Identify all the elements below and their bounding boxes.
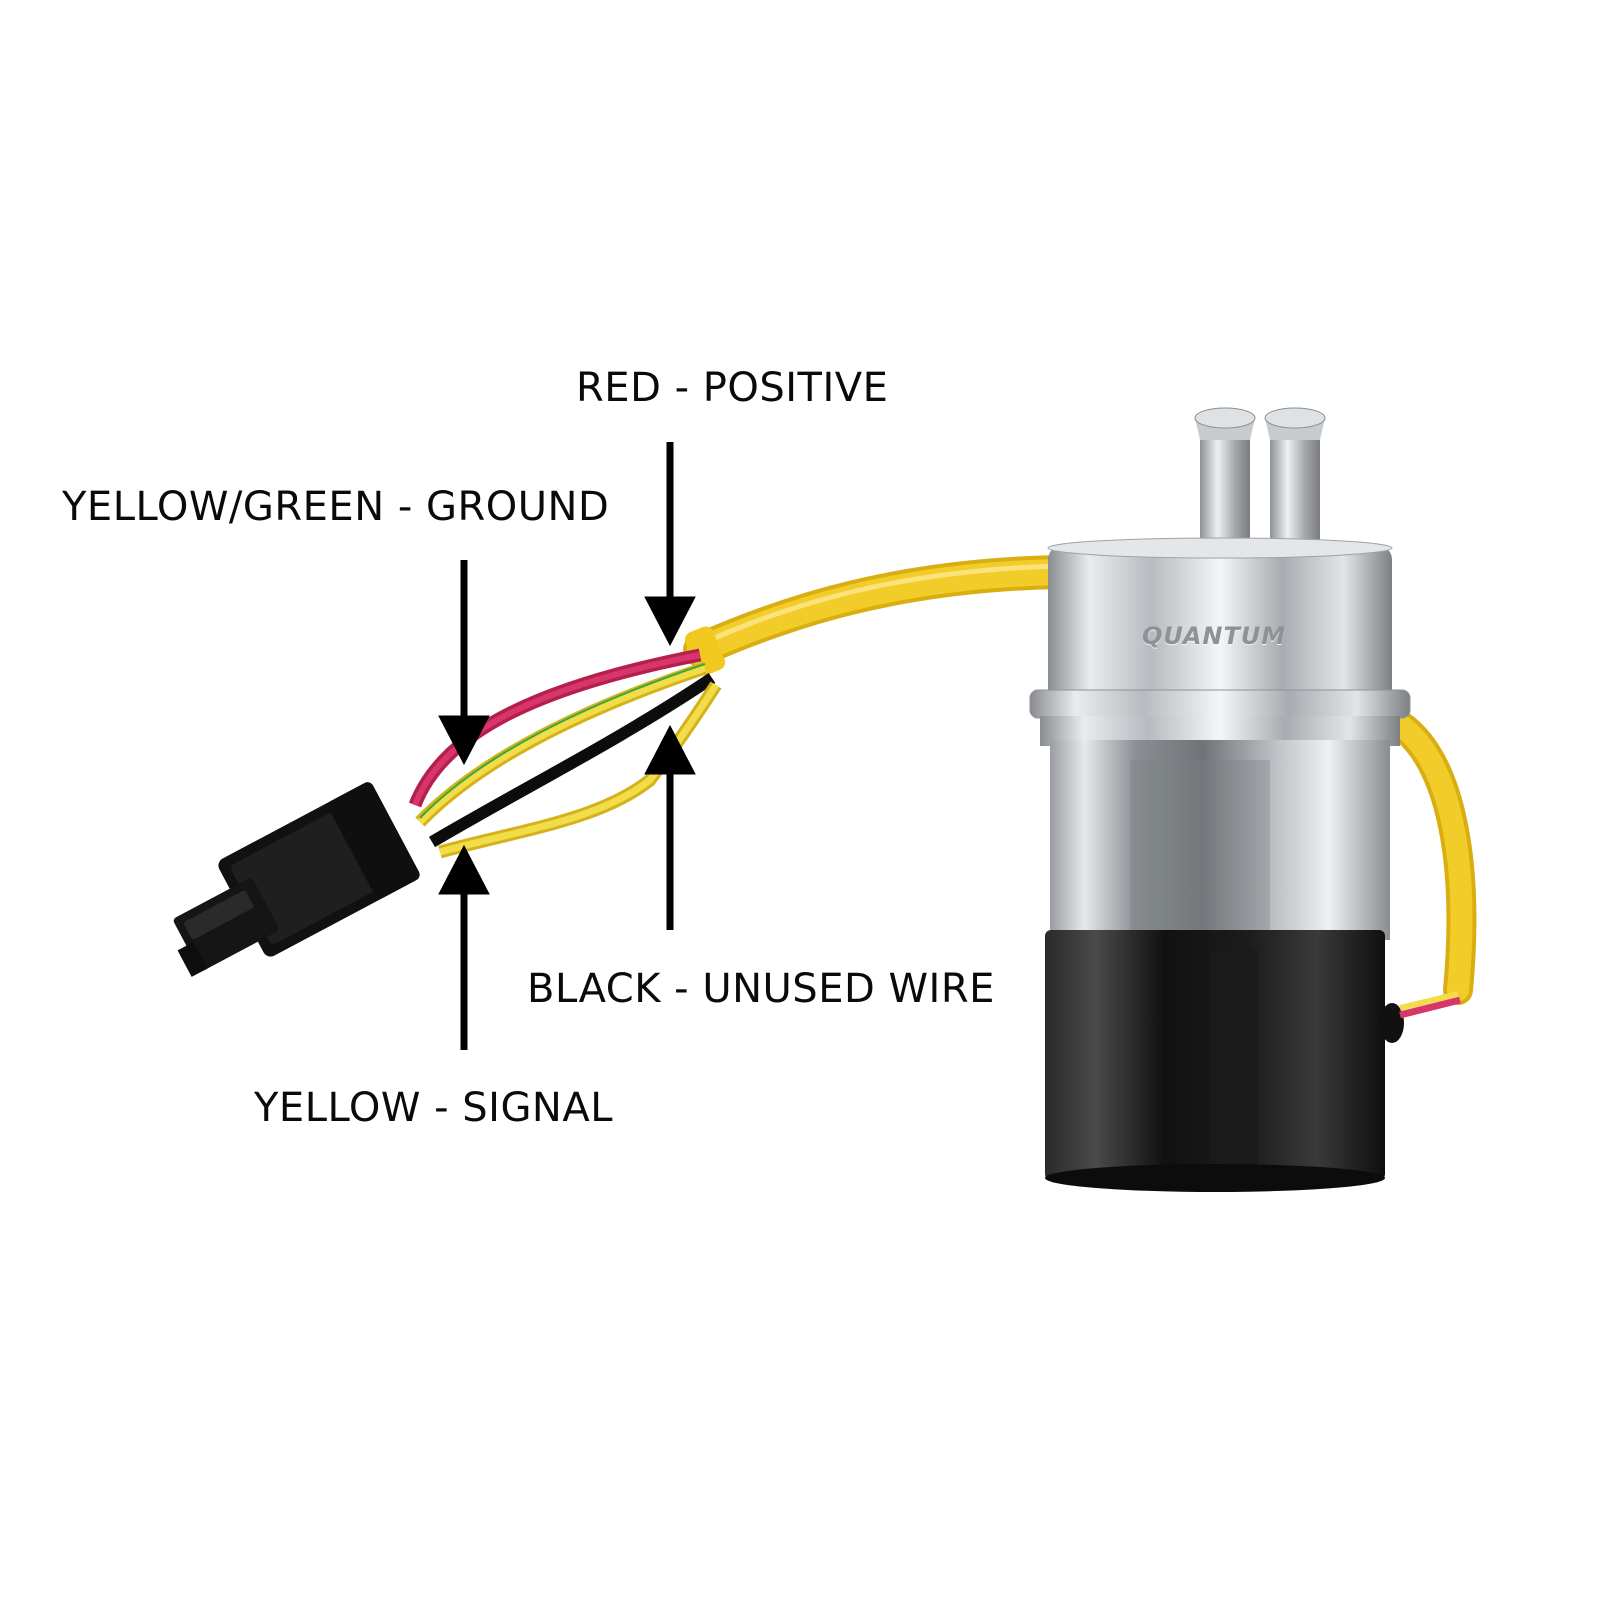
callout-arrows [438,442,696,1050]
arrow-up-icon [644,724,696,775]
label-red-positive: RED - POSITIVE [576,365,889,411]
arrow-down-icon [438,715,490,766]
label-yellow-green-ground: YELLOW/GREEN - GROUND [62,484,610,530]
label-black-unused: BLACK - UNUSED WIRE [527,966,995,1012]
brand-logo: QUANTUM [1142,622,1287,650]
arrow-up-icon [438,844,490,895]
fuel-pump [1029,407,1461,1192]
label-yellow-signal: YELLOW - SIGNAL [254,1085,614,1131]
wire-sheath [683,555,1477,1005]
arrow-down-icon [644,596,696,647]
connector-plug [173,782,420,977]
wires [408,648,722,859]
